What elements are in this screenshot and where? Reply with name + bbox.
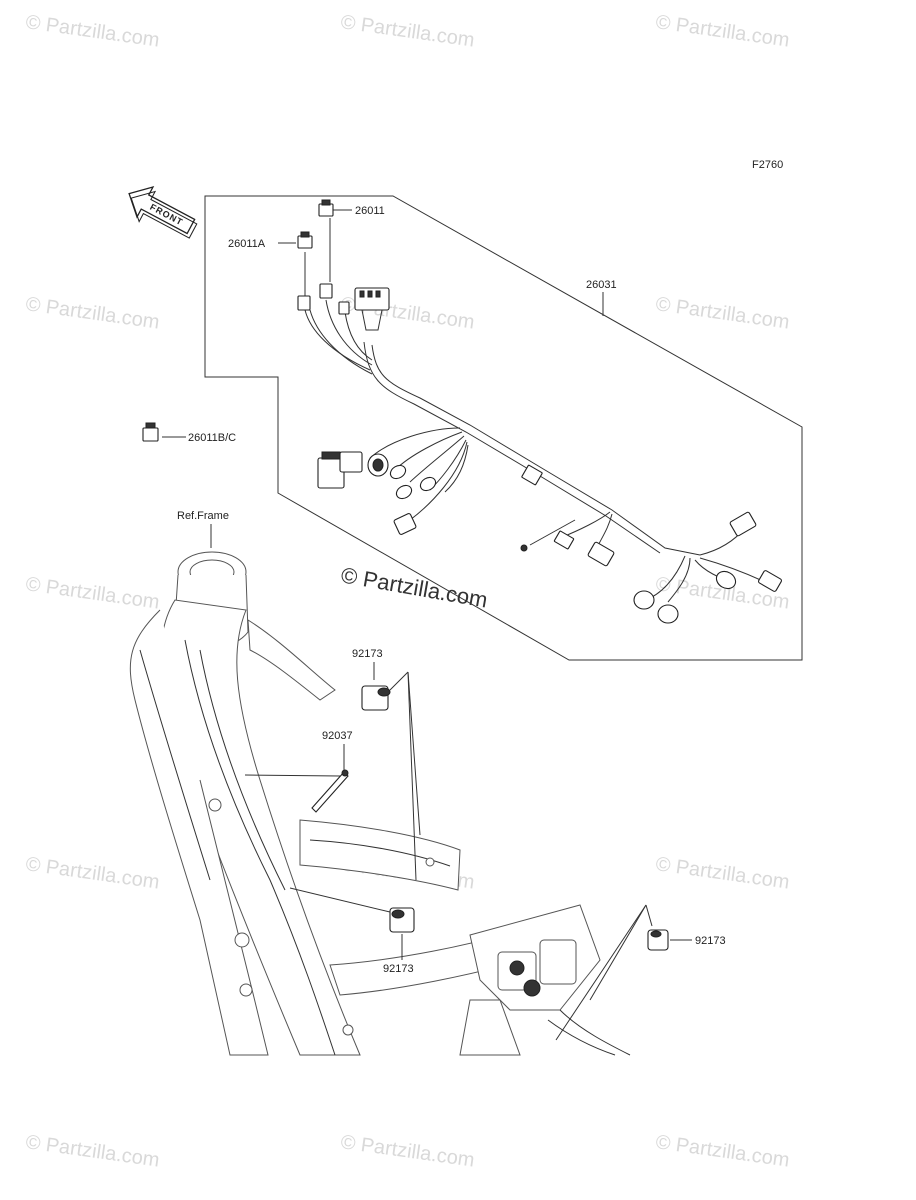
leader-line — [555, 904, 647, 1041]
leader-line — [407, 671, 417, 881]
center-watermark: © Partzilla.com — [339, 562, 489, 612]
watermark: © Partzilla.com — [339, 11, 476, 52]
wiring-harness-icon — [297, 283, 782, 624]
part-label-26011a[interactable]: 26011A — [228, 238, 266, 250]
clamp-92173-bottom-icon — [289, 887, 415, 933]
leader-line — [645, 904, 653, 927]
part-label-26011[interactable]: 26011 — [355, 205, 385, 217]
watermark: © Partzilla.com — [24, 11, 161, 52]
part-label-92037[interactable]: 92037 — [322, 730, 353, 742]
part-label-26011bc[interactable]: 26011B/C — [188, 432, 236, 444]
connector-26011-icon — [318, 199, 334, 217]
watermark: © Partzilla.com — [654, 853, 791, 894]
clamp-92173-top-icon — [361, 685, 391, 711]
part-label-92173-right[interactable]: 92173 — [695, 935, 726, 947]
band-92037-icon — [244, 769, 349, 813]
part-label-26031[interactable]: 26031 — [586, 279, 617, 291]
front-arrow-icon: FRONT — [128, 185, 198, 239]
connector-26011bc-icon — [142, 422, 159, 442]
leader-line — [389, 671, 409, 691]
motorcycle-frame-icon — [129, 551, 631, 1056]
leader-line — [589, 904, 647, 1001]
ref-frame-label: Ref.Frame — [177, 510, 229, 522]
harness-assembly-outline — [204, 195, 803, 661]
watermark: © Partzilla.com — [24, 853, 161, 894]
connector-26011a-icon — [297, 231, 313, 249]
leader-line — [407, 671, 421, 836]
watermark: © Partzilla.com — [654, 11, 791, 52]
clamp-92173-right-icon — [647, 929, 669, 951]
part-label-92173-bottom[interactable]: 92173 — [383, 963, 414, 975]
watermark: © Partzilla.com — [24, 293, 161, 334]
watermark: © Partzilla.com — [24, 1131, 161, 1172]
figure-code: F2760 — [752, 159, 783, 171]
watermark: © Partzilla.com — [654, 1131, 791, 1172]
watermark: © Partzilla.com — [654, 293, 791, 334]
part-label-92173-top[interactable]: 92173 — [352, 648, 383, 660]
watermark: © Partzilla.com — [339, 1131, 476, 1172]
watermark: © Partzilla.com — [24, 573, 161, 614]
